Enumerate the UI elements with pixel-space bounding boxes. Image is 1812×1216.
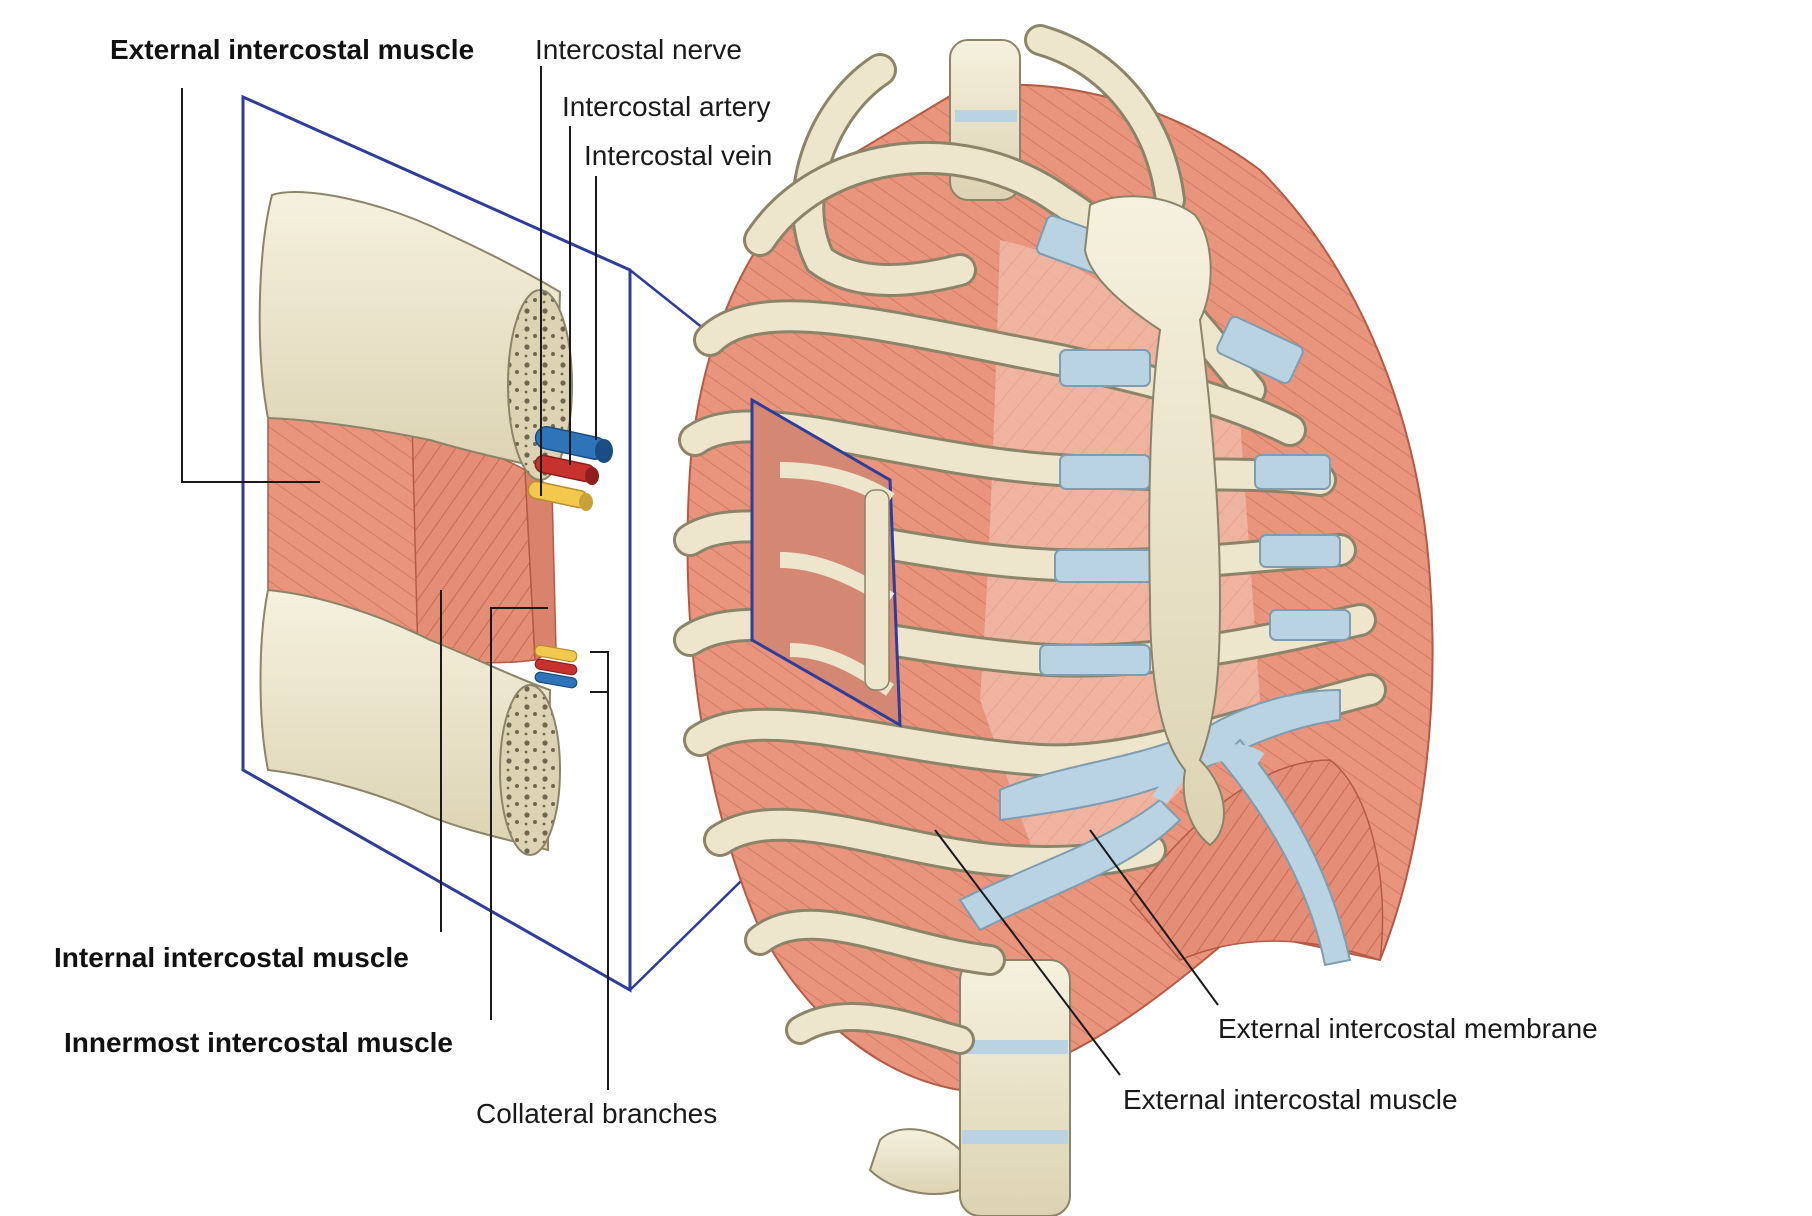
label-internal-intercostal-muscle: Internal intercostal muscle [54, 942, 409, 973]
leader-innermost-intercostal [490, 607, 548, 1020]
label-external-intercostal-muscle-bottom: External intercostal muscle [1123, 1084, 1458, 1115]
inset-neurovascular-bundle [527, 426, 613, 511]
costal-cartilages [958, 214, 1352, 967]
label-external-intercostal-muscle-top: External intercostal muscle [110, 34, 475, 65]
label-intercostal-vein: Intercostal vein [584, 140, 773, 171]
thorax-window [750, 397, 902, 728]
label-innermost-intercostal-muscle: Innermost intercostal muscle [64, 1027, 454, 1058]
inset-upper-rib [258, 190, 562, 472]
leader-external-intercostal-membrane [1089, 829, 1219, 1006]
inset-lower-rib-section [499, 684, 561, 856]
inset-collateral-branches [534, 644, 578, 689]
label-external-intercostal-membrane: External intercostal membrane [1218, 1013, 1598, 1044]
label-intercostal-nerve: Intercostal nerve [535, 34, 742, 65]
label-collateral-branches: Collateral branches [476, 1098, 718, 1129]
thorax-illustration [673, 24, 1434, 1216]
leader-external-intercostal-top [181, 88, 320, 483]
leader-lines [181, 66, 1219, 1090]
inset-lower-rib [259, 588, 552, 852]
leader-collateral-branches [590, 651, 609, 693]
label-intercostal-artery: Intercostal artery [562, 91, 771, 122]
leader-external-intercostal-bottom [934, 829, 1121, 1076]
sternum [1083, 195, 1225, 847]
vertebral-column [868, 39, 1071, 1216]
inset-panel [241, 94, 901, 993]
